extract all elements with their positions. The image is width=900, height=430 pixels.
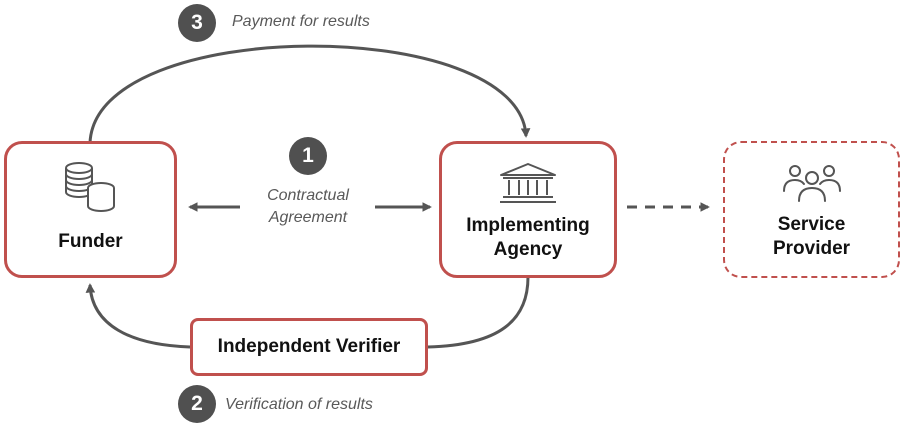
step-3-badge: 3 xyxy=(178,4,216,42)
service-provider-label-line-2: Provider xyxy=(772,238,851,259)
people-group-icon xyxy=(783,165,841,202)
verifier-to-funder-arrow xyxy=(85,283,191,349)
service-provider-node: Service Provider xyxy=(723,141,900,278)
implementing-agency-node: Implementing Agency xyxy=(439,141,617,278)
step-2-label: Verification of results xyxy=(225,396,373,413)
service-provider-label-line-1: Service xyxy=(777,214,846,235)
payment-arc-arrow xyxy=(88,44,531,144)
independent-verifier-label: Independent Verifier xyxy=(217,336,401,357)
service-provider-label: Service Provider xyxy=(725,213,898,261)
bank-building-icon xyxy=(500,163,556,203)
step-3-label: Payment for results xyxy=(232,13,370,30)
step-1-label-line-1: Contractual xyxy=(267,187,349,204)
independent-verifier-node: Independent Verifier xyxy=(190,318,428,376)
step-1-label: Contractual Agreement xyxy=(240,185,376,229)
agency-to-verifier-curve xyxy=(427,276,530,349)
step-1-badge: 1 xyxy=(289,137,327,175)
implementing-agency-label: Implementing Agency xyxy=(442,214,614,262)
step-1-label-line-2: Agreement xyxy=(268,209,348,226)
implementing-agency-label-line-2: Agency xyxy=(493,239,563,260)
implementing-agency-label-line-1: Implementing xyxy=(466,215,590,236)
funder-label: Funder xyxy=(58,231,123,252)
funder-node: Funder xyxy=(4,141,177,278)
step-2-badge: 2 xyxy=(178,385,216,423)
coins-icon xyxy=(65,162,115,212)
